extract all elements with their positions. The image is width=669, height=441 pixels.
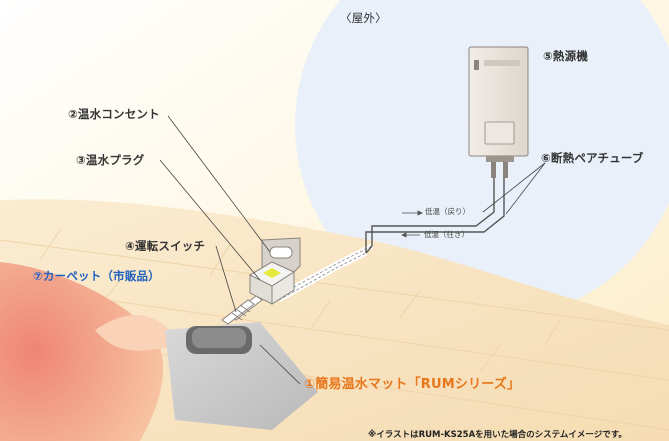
operation-switch: [186, 326, 252, 354]
pair-tube-label: ⑥断熱ペアチューブ: [541, 151, 644, 165]
carpet: [0, 262, 164, 441]
heat-source-label: ⑤熱源機: [543, 49, 589, 63]
footnote: ※イラストはRUM-KS25Aを用いた場合のシステムイメージです。: [368, 430, 627, 440]
mat-label: ①簡易温水マット「RUMシリーズ」: [304, 377, 521, 392]
flow-supply-label: 低温（往き）: [424, 230, 469, 239]
hot-water-plug-label: ③温水プラグ: [76, 153, 145, 167]
outdoor-label: 〈屋外〉: [340, 11, 387, 25]
flow-return-label: 低温（戻り）: [425, 207, 470, 216]
carpet-label: ⑦カーペット（市販品）: [33, 269, 160, 283]
floor: [0, 199, 669, 441]
carpet-fold: [95, 314, 180, 351]
hot-water-plug: [248, 261, 296, 305]
pipe-outdoor: [365, 178, 505, 254]
hot-water-outlet-label: ②温水コンセント: [68, 107, 160, 121]
label-leaders: [159, 115, 301, 385]
heat-source-unit: [468, 46, 529, 178]
switch-hose: [221, 295, 263, 325]
operation-switch-label: ④運転スイッチ: [125, 239, 206, 253]
flow-arrows: [401, 210, 423, 238]
outdoor-area: [295, 0, 669, 320]
pipe-indoor: [277, 243, 374, 303]
pair-tube-leaders: [482, 162, 546, 215]
